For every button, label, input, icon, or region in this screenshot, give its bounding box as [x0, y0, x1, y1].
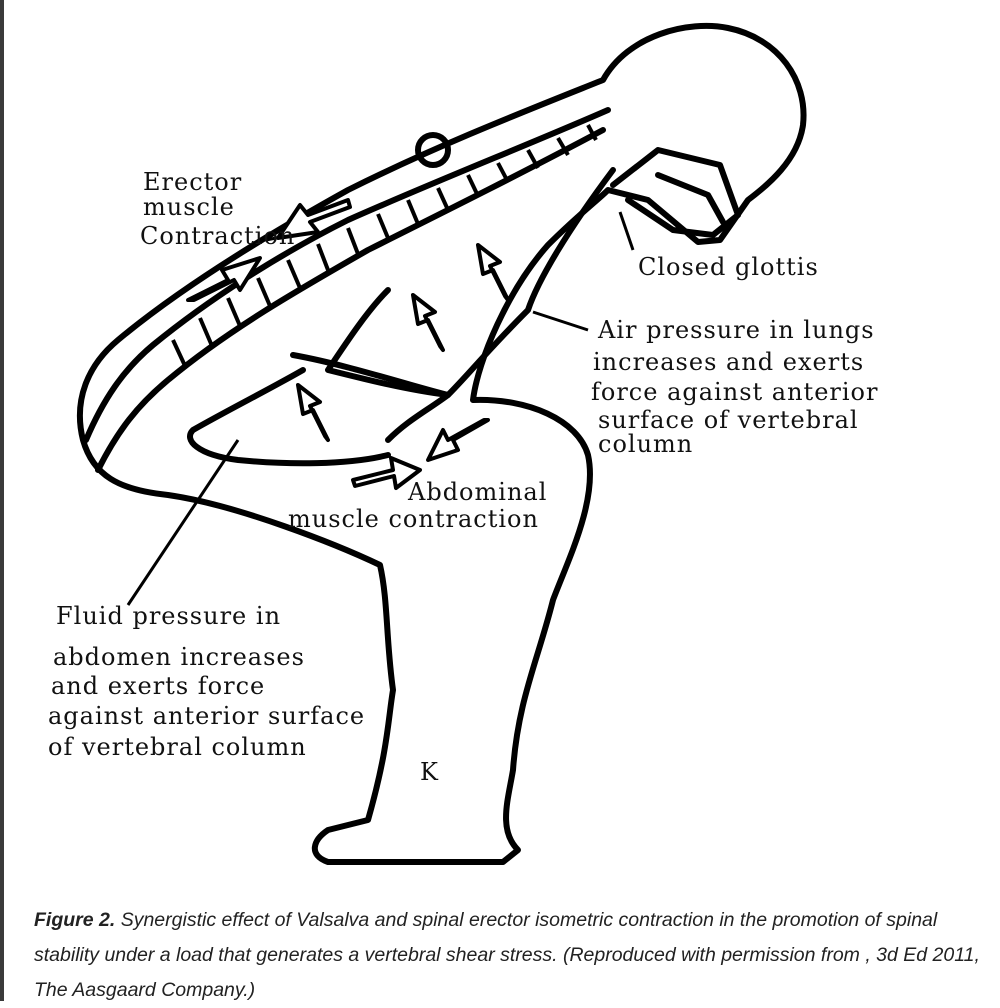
- arrow-abdominal-2: [426, 418, 490, 462]
- glottis: [610, 147, 741, 238]
- label-fluid-2: abdomen increases: [53, 643, 305, 671]
- label-fluid-5: of vertebral column: [48, 733, 307, 761]
- abdomen-outline: [187, 367, 391, 467]
- label-erector-1: Erector: [143, 168, 242, 196]
- pointer-air: [532, 310, 589, 332]
- arrow-abdominal-1: [351, 456, 422, 490]
- arrow-lungs-2: [411, 293, 445, 352]
- pointer-erector: [265, 236, 277, 242]
- caption-label: Figure 2.: [34, 909, 116, 931]
- label-erector-3: Contraction: [140, 222, 295, 250]
- label-abdominal-1: Abdominal: [407, 478, 547, 506]
- arrow-lungs-1: [476, 243, 510, 302]
- vertebrae: [171, 124, 598, 369]
- figure-caption: Figure 2. Synergistic effect of Valsalva…: [34, 903, 996, 1008]
- arrow-erector-down: [186, 256, 262, 302]
- label-air-1: Air pressure in lungs: [597, 316, 875, 344]
- inner-cavity: [325, 167, 616, 398]
- diaphragm: [290, 352, 451, 443]
- valsalva-diagram: Erector muscle Contraction Closed glotti…: [48, 22, 878, 865]
- label-air-4: surface of vertebral: [598, 406, 859, 434]
- label-air-3: force against anterior: [591, 378, 878, 406]
- label-fluid-4: against anterior surface: [48, 702, 365, 730]
- arrow-abdomen-up: [296, 383, 330, 442]
- pointer-glottis: [618, 211, 635, 251]
- label-air-5: column: [598, 430, 693, 458]
- label-glottis: Closed glottis: [638, 253, 819, 281]
- label-erector-2: muscle: [143, 193, 235, 221]
- arrow-erector-up: [276, 198, 352, 240]
- label-air-2: increases and exerts: [593, 348, 864, 376]
- pointer-fluid: [126, 439, 240, 606]
- caption-text: Synergistic effect of Valsalva and spina…: [34, 909, 980, 1001]
- spine-front: [95, 127, 606, 473]
- bar-icon: [415, 132, 451, 168]
- artist-signature: K: [420, 758, 439, 786]
- spine-back: [83, 107, 611, 443]
- label-abdominal-2: muscle contraction: [288, 505, 539, 533]
- label-fluid-3: and exerts force: [51, 672, 265, 700]
- label-fluid-1: Fluid pressure in: [56, 602, 281, 630]
